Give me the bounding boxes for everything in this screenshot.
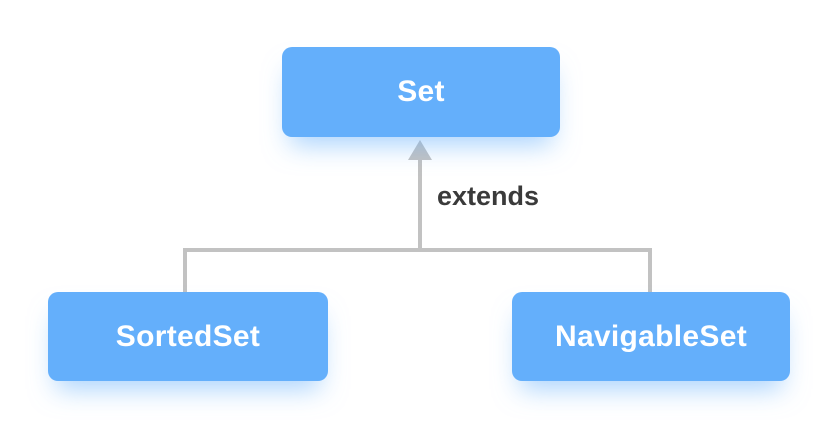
node-sortedset-label: SortedSet (115, 319, 261, 353)
connector-horizontal (183, 248, 652, 252)
node-set: Set (282, 47, 560, 137)
connector-vertical-center (418, 158, 422, 252)
node-navigableset: NavigableSet (512, 292, 790, 381)
connector-vertical-left (183, 248, 187, 292)
node-navigableset-label: NavigableSet (554, 319, 747, 353)
node-sortedset: SortedSet (48, 292, 328, 381)
connector-vertical-right (648, 248, 652, 293)
arrowhead-up-icon (408, 140, 432, 160)
node-set-label: Set (397, 75, 445, 108)
edge-label-extends: extends (437, 181, 540, 211)
